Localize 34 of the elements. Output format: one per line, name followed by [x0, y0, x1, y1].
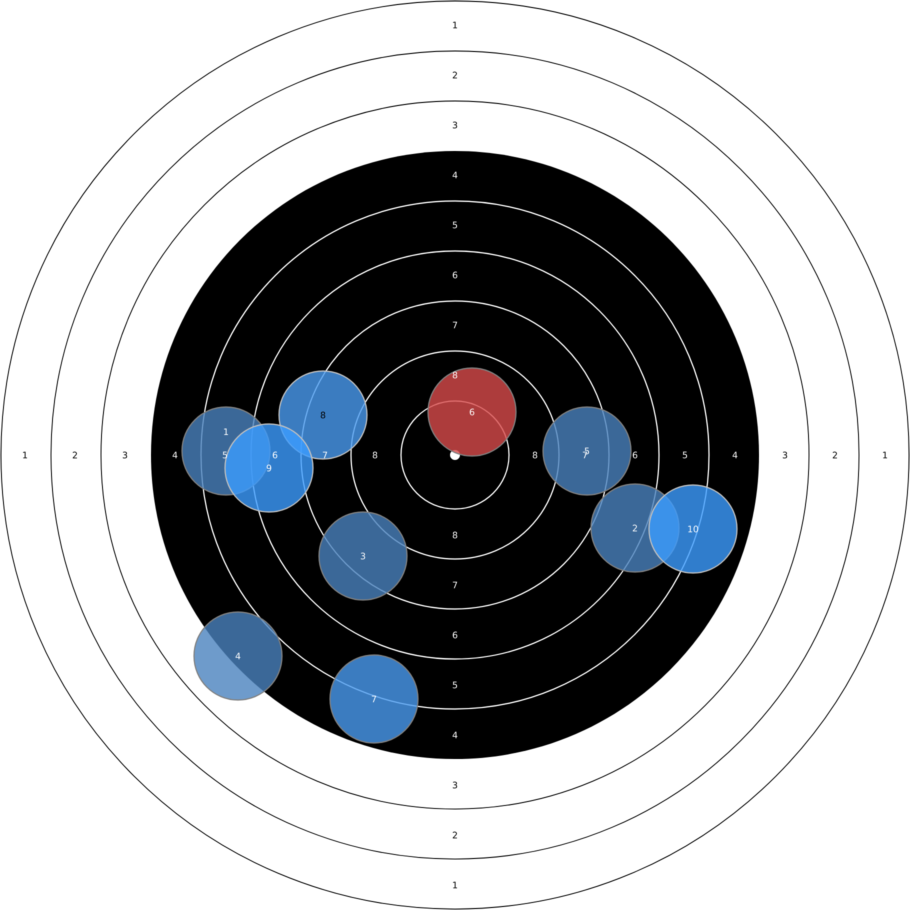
ring-number: 3 — [122, 452, 128, 458]
ring-number: 2 — [72, 452, 77, 458]
ring-number: 1 — [23, 452, 28, 458]
shot-hole: 4 — [193, 611, 283, 701]
ring-number: 2 — [452, 72, 457, 78]
ring-number: 5 — [452, 682, 458, 688]
shot-hole: 10 — [648, 484, 738, 574]
ring-number: 1 — [453, 882, 458, 888]
ring-number: 3 — [452, 782, 458, 788]
ring-number: 8 — [452, 372, 458, 378]
ring-number: 6 — [632, 452, 638, 458]
ring-number: 8 — [532, 452, 538, 458]
ring-number: 5 — [222, 452, 228, 458]
ring-number: 4 — [452, 172, 458, 178]
ring-number: 6 — [452, 272, 458, 278]
shot-hole: 7 — [329, 654, 419, 744]
ring-number: 7 — [322, 452, 328, 458]
ring-number: 6 — [272, 452, 278, 458]
ring-number: 1 — [453, 22, 458, 28]
ring-number: 4 — [452, 732, 458, 738]
ring-number: 5 — [682, 452, 688, 458]
ring-number: 6 — [452, 632, 458, 638]
shot-hole: 3 — [318, 511, 408, 601]
ring-number: 3 — [782, 452, 788, 458]
ring-number: 3 — [452, 122, 458, 128]
ring-number: 7 — [582, 452, 588, 458]
ring-number: 2 — [452, 832, 457, 838]
ring-number: 4 — [732, 452, 738, 458]
ring-number: 7 — [452, 322, 458, 328]
ring-number: 2 — [832, 452, 837, 458]
ring-number: 7 — [452, 582, 458, 588]
ring-number: 5 — [452, 222, 458, 228]
ring-number: 8 — [452, 532, 458, 538]
ring-number: 1 — [883, 452, 888, 458]
